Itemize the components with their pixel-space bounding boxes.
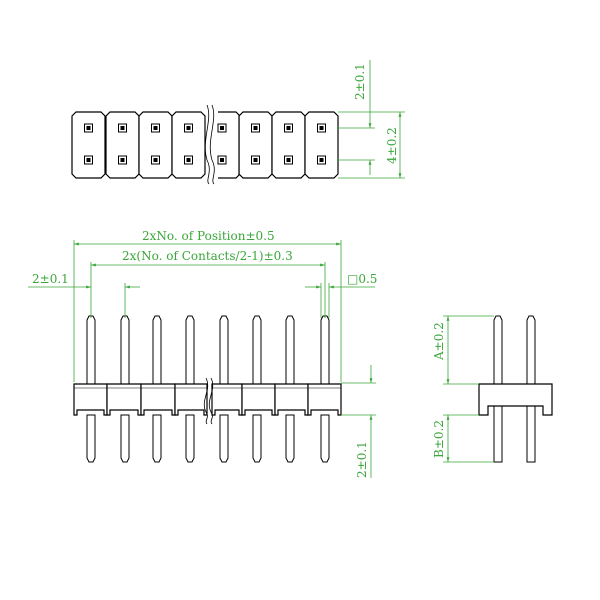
front-pin-upper [185,315,195,385]
top-cell [304,111,339,179]
front-body-segment [106,383,142,416]
front-pin-lower [86,414,96,463]
pin-pad-inner [220,158,224,162]
dim-a: A±0.2 [432,322,446,361]
pin-pad-inner [86,126,91,130]
front-pin-lower [320,414,330,463]
front-pin-lower [185,414,195,463]
pin-pad-inner [120,158,125,162]
dim-body-height: 2±0.1 [355,441,369,478]
front-body-segment [274,383,309,416]
front-body-segment [140,383,176,416]
side-view: A±0.2 B±0.2 [432,315,553,463]
pin-pad-inner [86,158,91,162]
front-pin-upper [252,315,262,385]
dim-pin-square: □0.5 [347,272,377,286]
pin-pad-inner [120,126,125,130]
front-view: 2xNo. of Position±0.5 2x(No. of Contacts… [28,229,377,478]
pin-pad-inner [186,126,191,130]
top-break-mark [204,104,210,185]
pin-pad-inner [319,158,324,162]
dim-row-spacing: 4±0.2 [385,127,399,164]
dim-pitch: 2±0.1 [32,272,69,286]
front-body-segment [241,383,276,416]
pin-pad-inner [319,126,324,130]
front-pin-upper [120,315,130,385]
front-pin-upper [320,315,330,385]
dim-b: B±0.2 [432,420,446,458]
front-body-segment [174,383,208,416]
front-pin-upper [219,315,229,385]
front-body-segment [73,383,108,416]
dim-vertical-pitch: 2±0.1 [353,63,367,100]
dim-total-length: 2xNo. of Position±0.5 [142,229,275,243]
front-pin-lower [252,414,262,463]
pin-pad-inner [253,126,258,130]
front-body-segment [211,383,243,416]
front-pin-lower [219,414,229,463]
top-cell [71,111,106,179]
pin-pad-inner [153,158,158,162]
front-break-mark [203,377,209,425]
front-pin-upper [152,315,162,385]
top-cell [138,111,173,179]
front-pin-lower [152,414,162,463]
front-view-body [73,383,342,416]
front-pin-upper [86,315,96,385]
top-cell [271,111,306,179]
pin-pad-inner [186,158,191,162]
top-view: 2±0.1 4±0.2 [71,60,405,185]
top-cell [105,111,140,179]
top-cell [238,111,273,179]
pin-pad-inner [286,126,291,130]
pin-pad-inner [220,126,224,130]
pin-pad-inner [286,158,291,162]
top-cell-partial [218,111,240,179]
front-pin-lower [120,414,130,463]
front-pin-upper [285,315,295,385]
top-view-cells [71,111,339,179]
top-cell [171,111,206,179]
pin-pad-inner [253,158,258,162]
front-break-mark [208,377,214,425]
front-body-segment [307,383,342,416]
dim-contact-span: 2x(No. of Contacts/2-1)±0.3 [122,249,293,263]
top-break-mark [209,104,215,185]
side-body [478,383,553,416]
pin-pad-inner [153,126,158,130]
front-pin-lower [285,414,295,463]
